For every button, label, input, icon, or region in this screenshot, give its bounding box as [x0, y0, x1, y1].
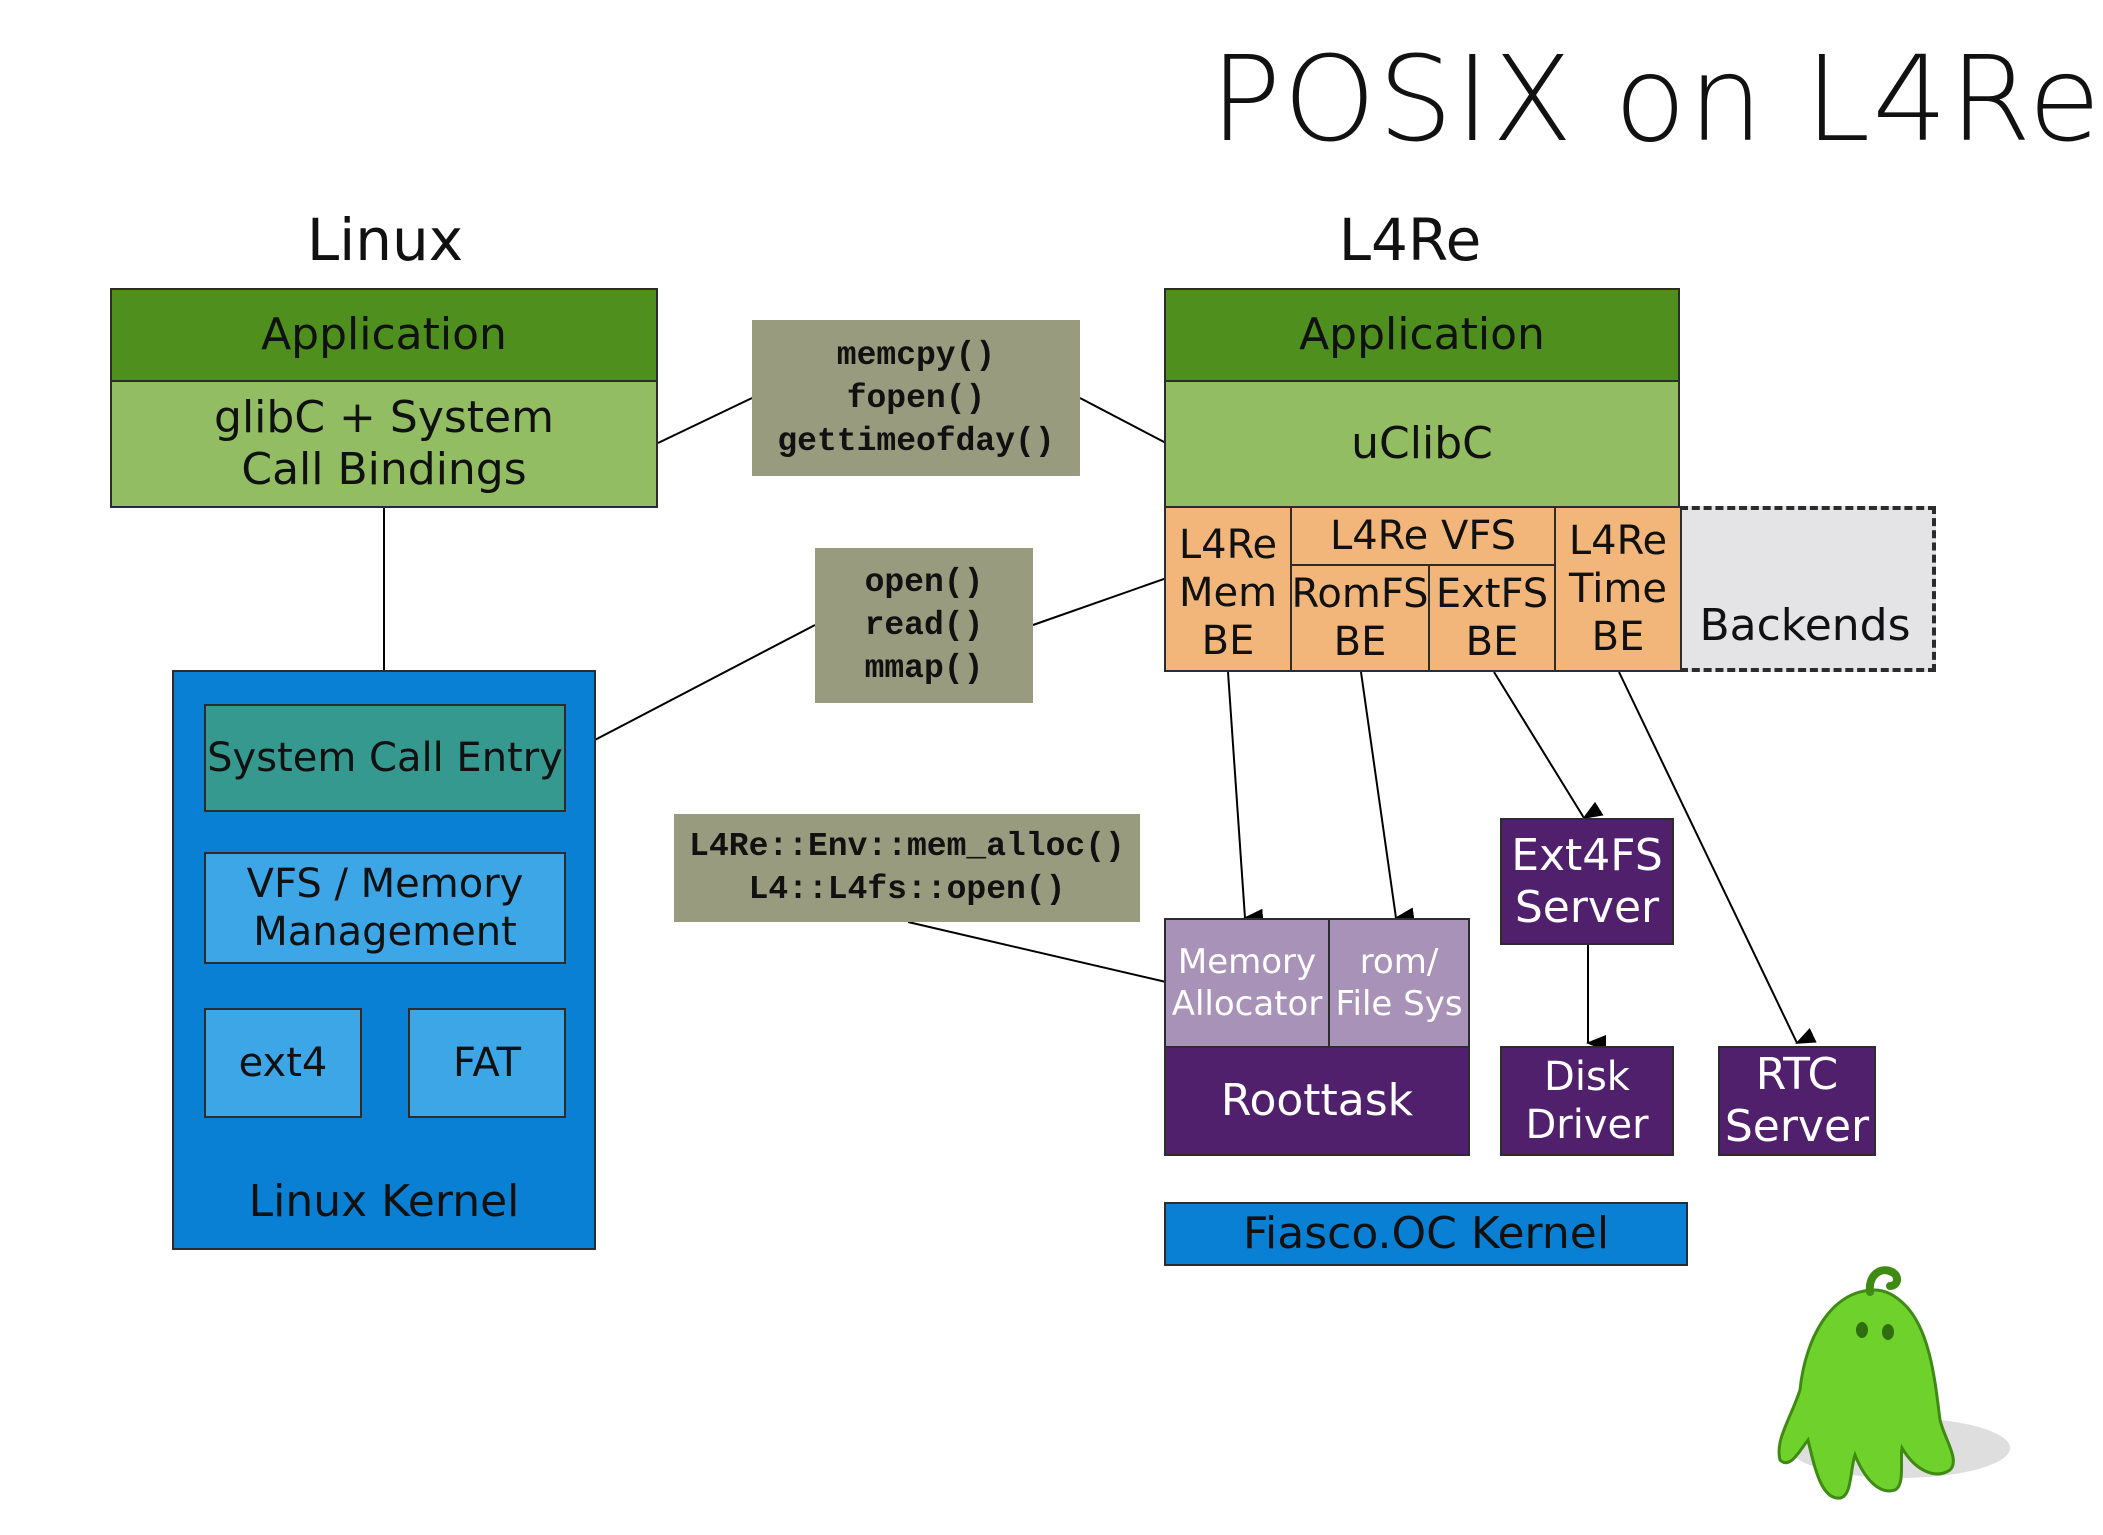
rom-fs-label: rom/ File Sys: [1335, 942, 1463, 1024]
disk-driver-box: Disk Driver: [1500, 1046, 1674, 1156]
linux-kernel-box: System Call Entry VFS / Memory Managemen…: [172, 670, 596, 1250]
vfs-memory-label: VFS / Memory Management: [246, 861, 524, 955]
system-call-entry-label: System Call Entry: [207, 735, 563, 781]
backends-label: Backends: [1699, 600, 1911, 651]
fat-label: FAT: [452, 1040, 522, 1086]
ext4-label: ext4: [238, 1040, 328, 1086]
rtc-server-box: RTC Server: [1718, 1046, 1876, 1156]
libc-calls-right-connector: [1079, 397, 1167, 444]
l4re-libc-box: uClibC: [1164, 380, 1680, 508]
callout-memcpy: memcpy(): [836, 336, 996, 374]
linux-kernel-label: Linux Kernel: [248, 1176, 520, 1227]
syscalls-left-connector: [565, 624, 816, 756]
memory-allocator-label: Memory Allocator: [1171, 942, 1323, 1024]
ext4fs-server-label: Ext4FS Server: [1511, 829, 1663, 933]
extfs-be-arrow: [1493, 671, 1604, 820]
linux-application-label: Application: [261, 309, 507, 360]
extfs-be-label: ExtFS BE: [1435, 571, 1549, 665]
l4re-heading: L4Re: [1338, 206, 1482, 274]
callout-gettimeofday: gettimeofday(): [777, 422, 1055, 460]
roottask-box: Roottask: [1164, 1046, 1470, 1156]
l4calls-connector: [907, 921, 1167, 983]
callout-fopen: fopen(): [846, 379, 986, 417]
linux-libc-label: glibC + System Call Bindings: [214, 392, 554, 495]
l4calls-callout: L4Re::Env::mem_alloc() L4::L4fs::open(): [674, 814, 1140, 922]
callout-mmap: mmap(): [864, 650, 984, 687]
l4re-vfs-box: L4Re VFS: [1290, 506, 1556, 566]
romfs-be-label: RomFS BE: [1291, 571, 1429, 665]
disk-driver-label: Disk Driver: [1525, 1054, 1649, 1148]
fiasco-kernel-label: Fiasco.OC Kernel: [1242, 1208, 1610, 1259]
rtc-server-label: RTC Server: [1724, 1049, 1870, 1152]
system-call-entry-box: System Call Entry: [204, 704, 566, 812]
fat-box: FAT: [408, 1008, 566, 1118]
l4re-time-be-box: L4Re Time BE: [1554, 506, 1682, 672]
libc-calls-left-connector: [657, 397, 753, 444]
time-be-arrow: [1618, 671, 1817, 1044]
l4re-time-be-label: L4Re Time BE: [1568, 518, 1668, 660]
callout-open: open(): [864, 564, 984, 601]
l4re-vfs-label: L4Re VFS: [1329, 513, 1517, 559]
libc-calls-callout: memcpy() fopen() gettimeofday(): [752, 320, 1080, 476]
l4re-mem-be-box: L4Re Mem BE: [1164, 506, 1292, 672]
syscalls-callout: open() read() mmap(): [815, 548, 1033, 703]
callout-l4fs-open: L4::L4fs::open(): [748, 871, 1066, 908]
linux-heading: Linux: [306, 206, 464, 274]
romfs-be-arrow: [1360, 671, 1415, 924]
roottask-label: Roottask: [1220, 1075, 1414, 1126]
l4re-libc-label: uClibC: [1351, 418, 1493, 469]
memory-allocator-box: Memory Allocator: [1164, 918, 1330, 1048]
callout-mem-alloc: L4Re::Env::mem_alloc(): [689, 828, 1125, 865]
linux-application-box: Application: [110, 288, 658, 382]
l4re-application-label: Application: [1299, 309, 1545, 360]
slide-title: POSIX on L4Re: [1210, 30, 2103, 168]
extfs-be-box: ExtFS BE: [1428, 564, 1556, 672]
ext4fs-server-box: Ext4FS Server: [1500, 818, 1674, 945]
rom-fs-box: rom/ File Sys: [1328, 918, 1470, 1048]
callout-read: read(): [864, 607, 984, 644]
vfs-memory-box: VFS / Memory Management: [204, 852, 566, 964]
ext4-box: ext4: [204, 1008, 362, 1118]
green-ghost-mascot-icon: [1777, 1266, 2010, 1500]
backends-group: Backends: [1680, 506, 1936, 672]
l4re-application-box: Application: [1164, 288, 1680, 382]
linux-libc-box: glibC + System Call Bindings: [110, 380, 658, 508]
l4re-mem-be-label: L4Re Mem BE: [1178, 522, 1278, 664]
mem-be-arrow: [1227, 671, 1264, 925]
romfs-be-box: RomFS BE: [1290, 564, 1430, 672]
fiasco-kernel-box: Fiasco.OC Kernel: [1164, 1202, 1688, 1266]
